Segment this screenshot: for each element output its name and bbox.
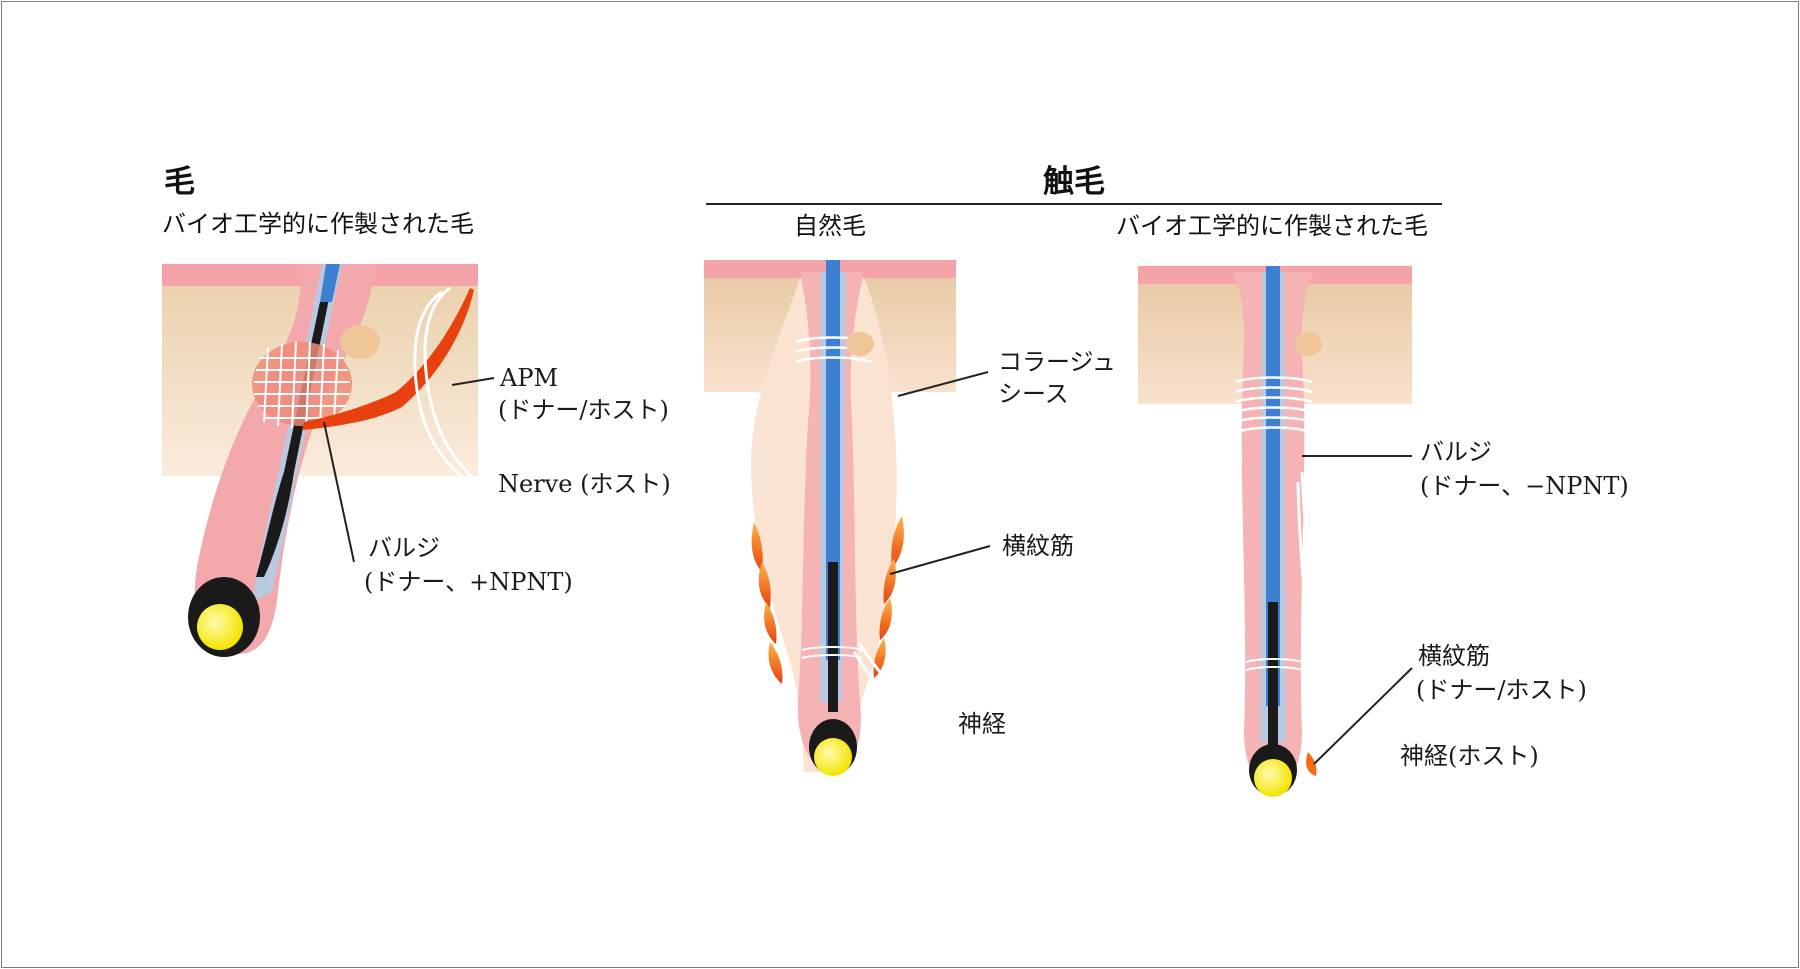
dermal-papilla-natural (814, 738, 852, 776)
natural-subtitle: 自然毛 (794, 212, 866, 240)
muscle-label-natural: 横紋筋 (1002, 532, 1074, 560)
collagen-label-2: シース (998, 380, 1069, 408)
bulge-origin-label-bio: (ドナー、−NPNT) (1420, 472, 1629, 500)
hair-subtitle: バイオ工学的に作製された毛 (162, 210, 474, 238)
sebaceous-gland-natural (846, 332, 874, 356)
bio-subtitle: バイオ工学的に作製された毛 (1116, 212, 1428, 240)
muscle-origin-label-bio: (ドナー/ホスト) (1416, 676, 1587, 704)
nerve-label-bio: 神経(ホスト) (1400, 742, 1539, 770)
apm-label: APM (499, 364, 558, 392)
panel-vibrissa-natural (704, 260, 956, 776)
panel-vibrissa-bio (1138, 266, 1412, 797)
nerve-bio (1298, 472, 1338, 722)
hair-title: 毛 (164, 164, 195, 200)
muscle-label-bio: 横紋筋 (1418, 642, 1490, 670)
sebaceous-gland-bio (1294, 332, 1322, 356)
nerve-label-natural: 神経 (958, 710, 1006, 738)
dermal-papilla (197, 604, 243, 650)
hair-shaft-black-lower (828, 562, 838, 712)
muscle-leader-natural (890, 546, 990, 574)
bulge-label-bio: バルジ (1420, 438, 1492, 466)
collagen-label: コラージュ (998, 348, 1116, 376)
bulge-origin-label: (ドナー、+NPNT) (364, 568, 573, 596)
vibrissa-title: 触毛 (1043, 164, 1105, 200)
panel-hair (162, 264, 478, 657)
sebaceous-gland (340, 325, 380, 359)
bulge-label: バルジ (368, 534, 440, 562)
hair-shaft-black-bio (1268, 602, 1278, 752)
nerve-label: Nerve (ホスト) (498, 470, 671, 498)
dermal-papilla-bio (1254, 759, 1292, 797)
apm-origin-label: (ドナー/ホスト) (498, 396, 669, 424)
